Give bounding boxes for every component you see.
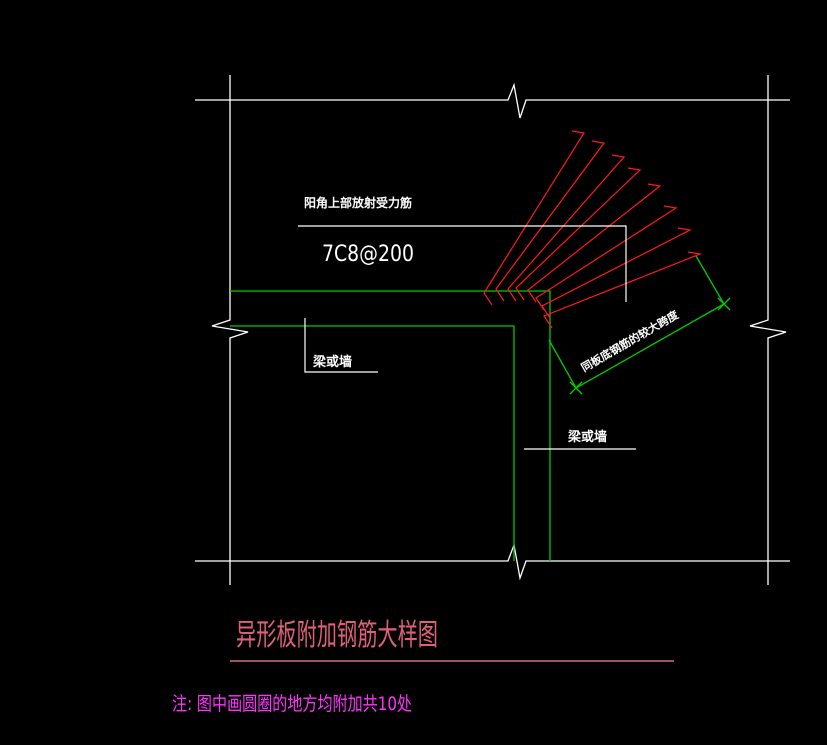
radial-rebar xyxy=(483,130,585,306)
beam-wall-leader-1 xyxy=(304,318,378,373)
rebar-spec-label: 7C8@200 xyxy=(322,242,414,267)
inner-slab-edge xyxy=(230,325,515,561)
left-break-line xyxy=(211,75,249,585)
radial-rebar xyxy=(535,205,678,311)
frame-outline xyxy=(195,75,790,585)
leader-lines xyxy=(298,225,636,450)
radial-rebars xyxy=(483,130,703,329)
slab-edges xyxy=(230,255,725,561)
beam-wall-label-2: 梁或墙 xyxy=(567,429,607,445)
radial-rebar xyxy=(527,183,662,303)
radial-rebar xyxy=(541,227,692,319)
right-break-line xyxy=(749,75,787,585)
span-note-label: 同板底钢筋的较大跨度 xyxy=(579,307,682,375)
radial-rebar xyxy=(495,140,606,302)
corner-rebar-label: 阳角上部放射受力筋 xyxy=(304,195,412,210)
corner-rebar-leader xyxy=(298,225,627,302)
span-dimension-line xyxy=(548,255,725,389)
radial-rebar xyxy=(543,251,703,329)
bottom-break-line xyxy=(195,542,790,581)
diagram-title: 异形板附加钢筋大样图 xyxy=(236,618,438,653)
dimension-ticks xyxy=(569,297,731,395)
footnote: 注: 图中画圆圈的地方均附加共10处 xyxy=(172,693,412,715)
outer-slab-edge xyxy=(230,290,551,561)
top-break-line xyxy=(195,82,790,119)
radial-rebar xyxy=(507,154,626,302)
beam-wall-label-1: 梁或墙 xyxy=(312,354,352,370)
radial-rebar xyxy=(515,167,642,301)
